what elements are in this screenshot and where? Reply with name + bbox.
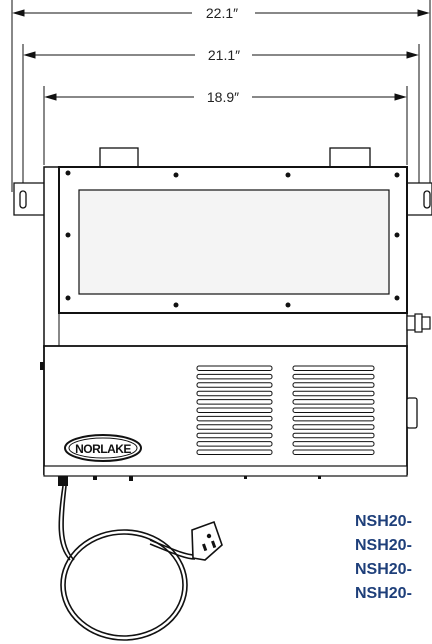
cabinet-width-label: 18.9″ (207, 89, 239, 105)
model-number: NSH20- (355, 585, 412, 602)
louver-slat (196, 449, 273, 455)
louver-slat (196, 407, 273, 413)
louver-slat (196, 399, 273, 405)
norlake-logo: NORLAKE (64, 434, 142, 462)
left-top-collar (99, 147, 139, 169)
right-top-collar (329, 147, 371, 169)
louver-slat (292, 399, 375, 405)
screw (65, 170, 71, 176)
louver-slat (292, 373, 375, 380)
model-number: NSH20- (355, 561, 412, 578)
front-panel-window (78, 189, 390, 295)
screw (394, 295, 400, 301)
left-side-tab (40, 362, 44, 370)
dimension-cabinet (43, 86, 408, 165)
dimension-bracket (22, 44, 420, 188)
model-number: NSH20- (355, 513, 412, 530)
left-louver-vent (196, 365, 273, 455)
screw (173, 172, 179, 178)
side-fitting (406, 313, 431, 333)
screw (285, 172, 291, 178)
lower-cabinet-base (43, 465, 408, 477)
dimension-overall (11, 0, 431, 192)
left-mounting-bracket (13, 182, 44, 216)
louver-slat (196, 415, 273, 422)
screw (285, 302, 291, 308)
right-mounting-bracket (407, 182, 432, 216)
louver-slat (292, 415, 375, 422)
louver-slat (292, 432, 375, 439)
right-louver-vent (292, 365, 375, 455)
screw (394, 232, 400, 238)
louver-slat (292, 441, 375, 447)
louver-slat (196, 441, 273, 447)
louver-slat (292, 382, 375, 388)
louver-slat (196, 373, 273, 380)
model-number: NSH20- (355, 537, 412, 554)
logo-text: NORLAKE (75, 442, 131, 456)
screw (394, 172, 400, 178)
power-plug-icon (191, 520, 223, 561)
louver-slat (292, 424, 375, 430)
panel-screws (65, 170, 400, 308)
overall-width-label: 22.1″ (206, 5, 238, 21)
right-side-handle (406, 397, 418, 429)
power-cord (58, 476, 196, 641)
louver-slat (196, 365, 273, 371)
louver-slat (196, 382, 273, 388)
bottom-fittings (93, 476, 321, 481)
louver-slat (196, 424, 273, 430)
louver-slat (196, 390, 273, 397)
model-number-list: NSH20- NSH20- NSH20- NSH20- (355, 510, 412, 606)
screw (65, 232, 71, 238)
louver-slat (292, 390, 375, 397)
louver-slat (292, 449, 375, 455)
louver-slat (196, 432, 273, 439)
louver-slat (292, 407, 375, 413)
bracket-width-label: 21.1″ (208, 47, 240, 63)
louver-slat (292, 365, 375, 371)
screw (65, 295, 71, 301)
screw (173, 302, 179, 308)
